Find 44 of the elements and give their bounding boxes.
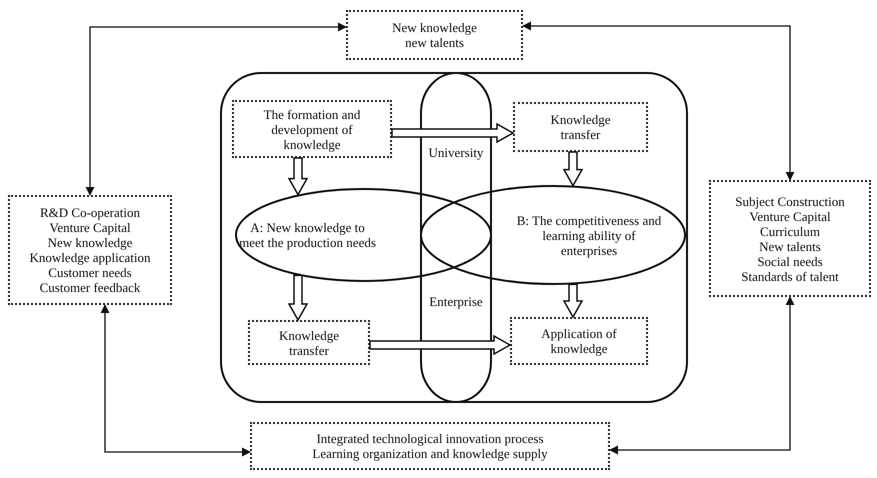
hollow-arrow bbox=[562, 284, 584, 319]
rounded-frame bbox=[220, 72, 688, 403]
hollow-arrow bbox=[391, 122, 515, 144]
node-label: Knowledge transfer bbox=[550, 112, 612, 142]
node-label: Standards of talent bbox=[740, 268, 840, 284]
process-box bbox=[248, 320, 370, 365]
node-label: New knowledge bbox=[46, 235, 134, 250]
node-label: Social needs bbox=[756, 254, 824, 268]
node-label: Subject Construction bbox=[734, 194, 846, 208]
node-label: Curriculum bbox=[759, 224, 820, 238]
node-label: Knowledge transfer bbox=[278, 328, 340, 358]
node-label: Venture Capital bbox=[749, 208, 832, 224]
node-label: New knowledge new talents bbox=[391, 20, 478, 50]
ellipse-node bbox=[420, 185, 686, 285]
double-arrow bbox=[100, 304, 251, 456]
node-label: A: New knowledge to meet the production needs bbox=[238, 220, 377, 250]
node-label: New talents bbox=[758, 238, 822, 254]
process-box bbox=[346, 10, 523, 60]
node-label: R&D Co-operation bbox=[38, 205, 141, 220]
double-arrow bbox=[522, 22, 794, 181]
double-arrow bbox=[86, 22, 347, 196]
hollow-arrow bbox=[288, 157, 308, 196]
node-label: Learning organization and knowledge supply bbox=[311, 446, 549, 461]
ellipse-node bbox=[235, 188, 492, 282]
node-label: Venture Capital bbox=[48, 220, 132, 235]
node-label: B: The competitiveness and learning ability of enterprises bbox=[516, 212, 662, 258]
node-label: Customer needs bbox=[47, 265, 133, 280]
node-label: The formation and development of knowledge bbox=[262, 106, 362, 152]
process-box bbox=[8, 195, 172, 305]
process-box bbox=[510, 317, 648, 365]
process-box bbox=[709, 180, 871, 297]
double-arrow bbox=[609, 296, 794, 454]
hollow-arrow bbox=[288, 274, 308, 322]
process-box bbox=[232, 100, 392, 158]
hollow-arrow bbox=[369, 334, 512, 356]
node-label: Application of knowledge bbox=[540, 326, 618, 356]
hollow-arrow bbox=[562, 151, 584, 188]
process-box bbox=[513, 102, 648, 152]
node-label: Knowledge application bbox=[28, 250, 152, 265]
node-label: Integrated technological innovation process bbox=[315, 431, 545, 446]
process-box bbox=[250, 422, 610, 470]
node-label: Customer feedback bbox=[38, 280, 142, 295]
band-label: University bbox=[428, 144, 484, 160]
band-label: Enterprise bbox=[428, 294, 484, 309]
